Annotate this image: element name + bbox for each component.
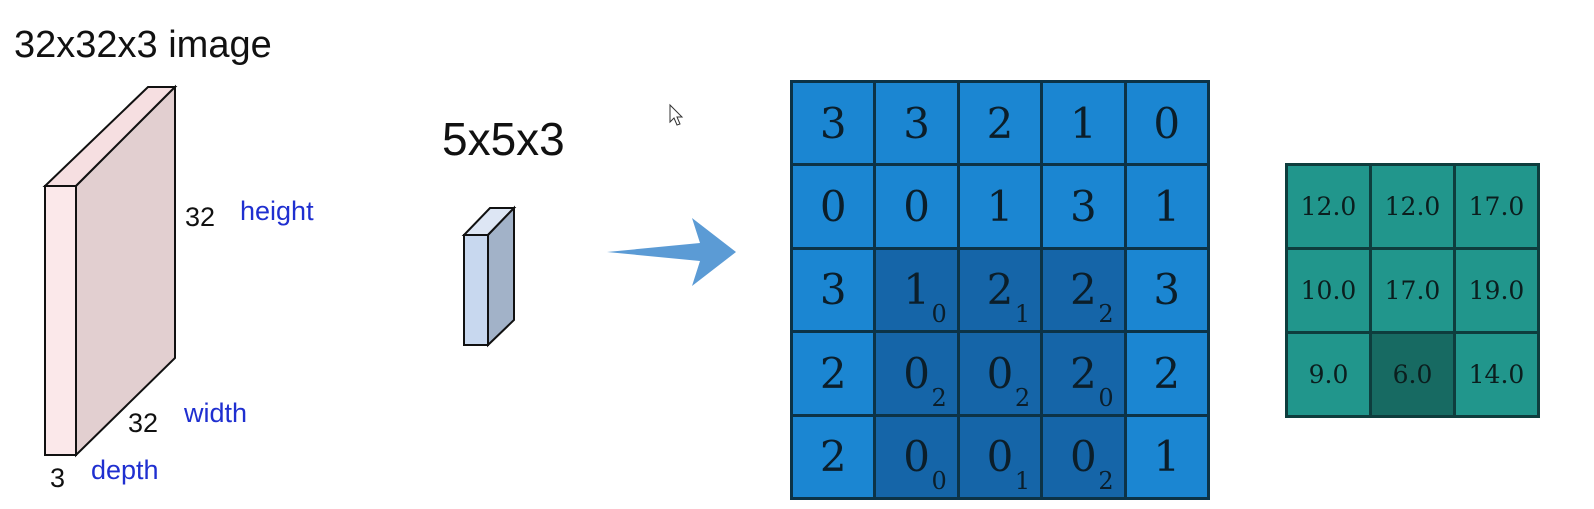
cell-value: 1: [1153, 432, 1181, 482]
input-cell: 3: [1043, 166, 1124, 247]
output-cell: 12.0: [1288, 166, 1369, 247]
kernel-weight: 2: [1014, 383, 1031, 412]
cell-value: 1: [1070, 98, 1097, 148]
cell-value: 2: [819, 432, 847, 482]
kernel-weight: 2: [931, 383, 947, 412]
input-cell: 3: [876, 83, 957, 164]
cell-value: 2: [986, 98, 1014, 148]
cell-value: 2: [1153, 348, 1181, 398]
cell-value: 0: [819, 182, 847, 232]
input-cell: 0: [1126, 83, 1207, 164]
kernel-weight: 1: [1014, 467, 1031, 495]
cell-value: 2: [986, 265, 1014, 315]
image-title: 32x32x3 image: [14, 24, 272, 66]
output-cell: 17.0: [1456, 166, 1537, 247]
cell-value: 3: [903, 98, 930, 148]
mouse-cursor-icon: [669, 103, 684, 126]
kernel-weight: 0: [931, 467, 947, 495]
cell-value: 2: [1070, 348, 1097, 398]
input-cell: 1: [1126, 416, 1207, 497]
output-cell: 9.0: [1288, 334, 1369, 415]
input-cell: 3: [793, 249, 874, 331]
cell-value: 1: [903, 265, 930, 315]
kernel-weight: 1: [1014, 300, 1031, 329]
cell-value: 0: [1070, 432, 1097, 482]
kernel-weight: 0: [931, 300, 947, 329]
output-cell: 12.0: [1372, 166, 1453, 247]
input-cell: 2: [793, 333, 874, 414]
output-cell: 19.0: [1456, 250, 1537, 331]
input-cell: 2: [1126, 333, 1207, 414]
output-cell: 17.0: [1372, 250, 1453, 331]
output-cell: 10.0: [1288, 250, 1369, 331]
cell-value: 3: [1153, 265, 1181, 315]
input-cell: 1: [959, 166, 1041, 247]
cell-value: 3: [819, 98, 847, 148]
kernel-weight: 2: [1098, 467, 1114, 495]
kernel-weight: 0: [1098, 383, 1114, 412]
input-cell: 0: [876, 166, 957, 247]
depth-label: depth: [91, 455, 159, 485]
cell-value: 0: [986, 348, 1014, 398]
input-cell: 2: [793, 416, 874, 497]
input-cell: 1: [1043, 83, 1124, 164]
cell-value: 2: [819, 348, 847, 398]
filter-title: 5x5x3: [442, 113, 565, 165]
kernel-weight: 2: [1098, 300, 1114, 329]
height-value: 32: [185, 202, 216, 232]
height-label: height: [240, 196, 314, 226]
cell-value: 1: [986, 182, 1014, 232]
input-cell: 0: [793, 166, 874, 247]
cell-value: 0: [903, 182, 930, 232]
arrow-right-icon: [607, 218, 736, 286]
input-cell: 3: [1126, 249, 1207, 331]
input-cell: 1: [1126, 166, 1207, 247]
cell-value: 0: [903, 432, 930, 482]
cell-value: 3: [1070, 182, 1097, 232]
cell-value: 3: [819, 265, 847, 315]
width-value: 32: [128, 408, 159, 438]
output-cell: 6.0: [1372, 334, 1453, 415]
cell-value: 1: [1153, 182, 1181, 232]
input-cell: 2: [959, 83, 1041, 164]
cell-value: 0: [903, 348, 930, 398]
output-cell: 14.0: [1456, 334, 1537, 415]
filter-front-face: [463, 234, 489, 346]
cell-value: 0: [986, 432, 1014, 482]
cell-value: 2: [1070, 265, 1097, 315]
depth-value: 3: [50, 463, 66, 493]
cell-value: 0: [1153, 98, 1181, 148]
volume-front-face: [44, 185, 77, 456]
width-label: width: [184, 398, 248, 428]
input-cell: 3: [793, 83, 874, 164]
